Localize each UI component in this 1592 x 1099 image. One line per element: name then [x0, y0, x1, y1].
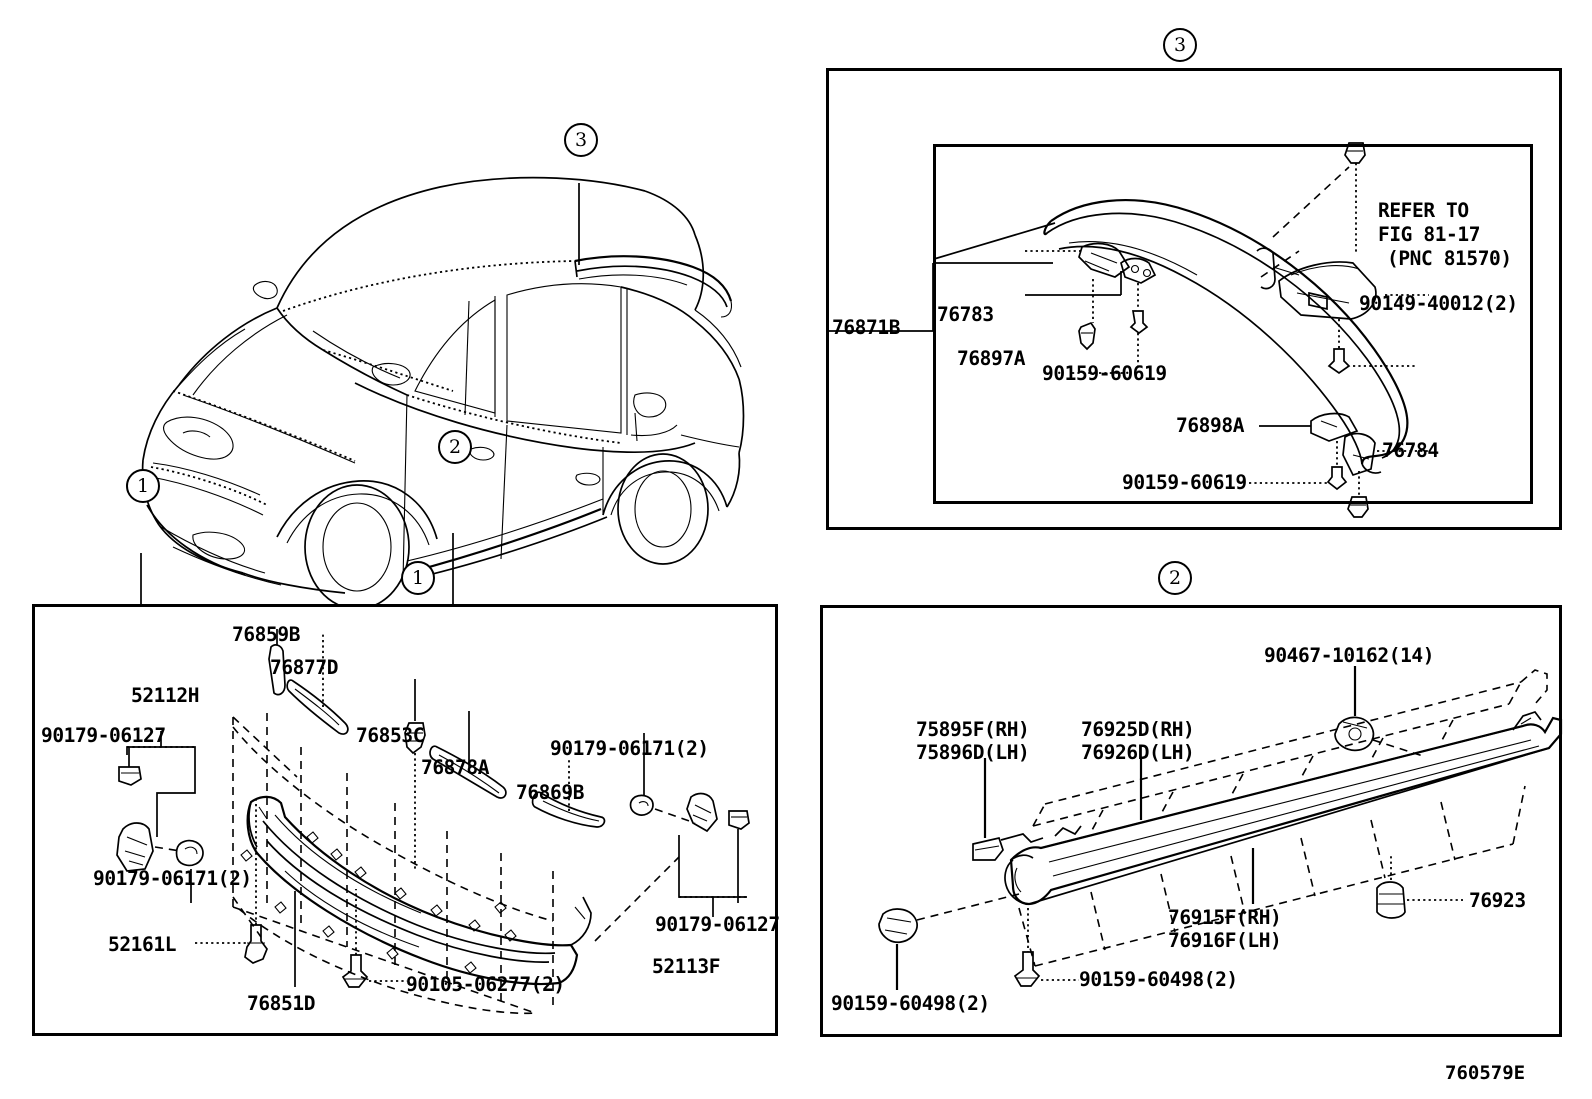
refer-to-note: REFER TO FIG 81-17 (PNC 81570): [1378, 199, 1512, 270]
vehicle-illustration: [140, 176, 745, 627]
panel-3-label-76898A: 76898A: [1176, 414, 1245, 437]
panel-2-label-90467-10162: 90467-10162(14): [1264, 644, 1435, 667]
panel-3-number-badge: 3: [1163, 28, 1197, 62]
panel-1-front-spoiler: 76859B 76877D 76853C 76878A 76869B 52112…: [32, 604, 780, 1036]
panel-1-label-90179-06127-right: 90179-06127: [655, 913, 780, 936]
panel-3-label-76871B: 76871B: [832, 316, 901, 339]
panel-3-label-76897A: 76897A: [957, 347, 1026, 370]
panel-2-number: 2: [1168, 566, 1182, 589]
panel-3-label-76784: 76784: [1382, 439, 1439, 462]
vehicle-callout-2-label: 2: [448, 435, 462, 458]
panel-1-label-52112H: 52112H: [131, 684, 200, 707]
panel-2-label-75896D-lh: 75896D(LH): [916, 741, 1030, 764]
panel-1-label-90105-06277: 90105-06277(2): [406, 973, 565, 996]
panel-3-label-90159-60619-lower: 90159-60619: [1122, 471, 1247, 494]
panel-3-inner-frame: [933, 144, 1533, 504]
panel-1-label-90179-06171-left: 90179-06171(2): [93, 867, 252, 890]
panel-1-label-90179-06171-right: 90179-06171(2): [550, 737, 709, 760]
vehicle-callout-1-label: 1: [136, 474, 150, 497]
panel-1-label-76851D: 76851D: [247, 992, 316, 1015]
panel-2-label-90159-60498-left: 90159-60498(2): [831, 992, 990, 1015]
panel-1-number-badge: 1: [401, 561, 435, 595]
panel-3-label-76783: 76783: [937, 303, 994, 326]
refer-to-line-3: (PNC 81570): [1387, 246, 1512, 270]
panel-2-label-76923: 76923: [1469, 889, 1526, 912]
panel-1-label-76859B: 76859B: [232, 623, 301, 646]
refer-to-line-2: FIG 81-17: [1378, 222, 1481, 246]
vehicle-callout-3-label: 3: [574, 128, 588, 151]
vehicle-callout-2[interactable]: 2: [438, 430, 472, 464]
vehicle-callout-1[interactable]: 1: [126, 469, 160, 503]
panel-2-label-76925D-rh: 76925D(RH): [1081, 718, 1195, 741]
panel-2-label-76915F-rh: 76915F(RH): [1168, 906, 1282, 929]
panel-1-label-76853C: 76853C: [356, 724, 425, 747]
panel-3-number: 3: [1173, 33, 1187, 56]
panel-1-illustration: [116, 629, 750, 1015]
panel-2-label-76916F-lh: 76916F(LH): [1168, 929, 1282, 952]
refer-to-line-1: REFER TO: [1378, 199, 1469, 222]
vehicle-overview: 1 2 3: [55, 95, 755, 627]
panel-2-illustration: [878, 666, 1563, 990]
panel-1-number: 1: [411, 566, 425, 589]
panel-3-rear-spoiler: 76783 76897A 76871B 90159-60619 90149-40…: [826, 68, 1562, 530]
panel-3-illustration: [829, 142, 1429, 518]
panel-1-label-76869B: 76869B: [516, 781, 585, 804]
panel-1-label-90179-06127-left: 90179-06127: [41, 724, 166, 747]
panel-1-label-52161L: 52161L: [108, 933, 177, 956]
panel-2-label-76926D-lh: 76926D(LH): [1081, 741, 1195, 764]
diagram-code: 760579E: [1445, 1062, 1526, 1084]
panel-3-label-90159-60619-upper: 90159-60619: [1042, 362, 1167, 385]
panel-3-label-90149-40012: 90149-40012(2): [1359, 292, 1518, 315]
vehicle-callout-3[interactable]: 3: [564, 123, 598, 157]
panel-1-label-76878A: 76878A: [421, 756, 490, 779]
panel-2-rocker-moulding: 90467-10162(14) 75895F(RH) 75896D(LH) 76…: [820, 605, 1563, 1037]
panel-2-label-75895F-rh: 75895F(RH): [916, 718, 1030, 741]
panel-2-number-badge: 2: [1158, 561, 1192, 595]
panel-1-label-76877D: 76877D: [270, 656, 339, 679]
panel-1-label-52113F: 52113F: [652, 955, 721, 978]
panel-2-label-90159-60498-mid: 90159-60498(2): [1079, 968, 1238, 991]
